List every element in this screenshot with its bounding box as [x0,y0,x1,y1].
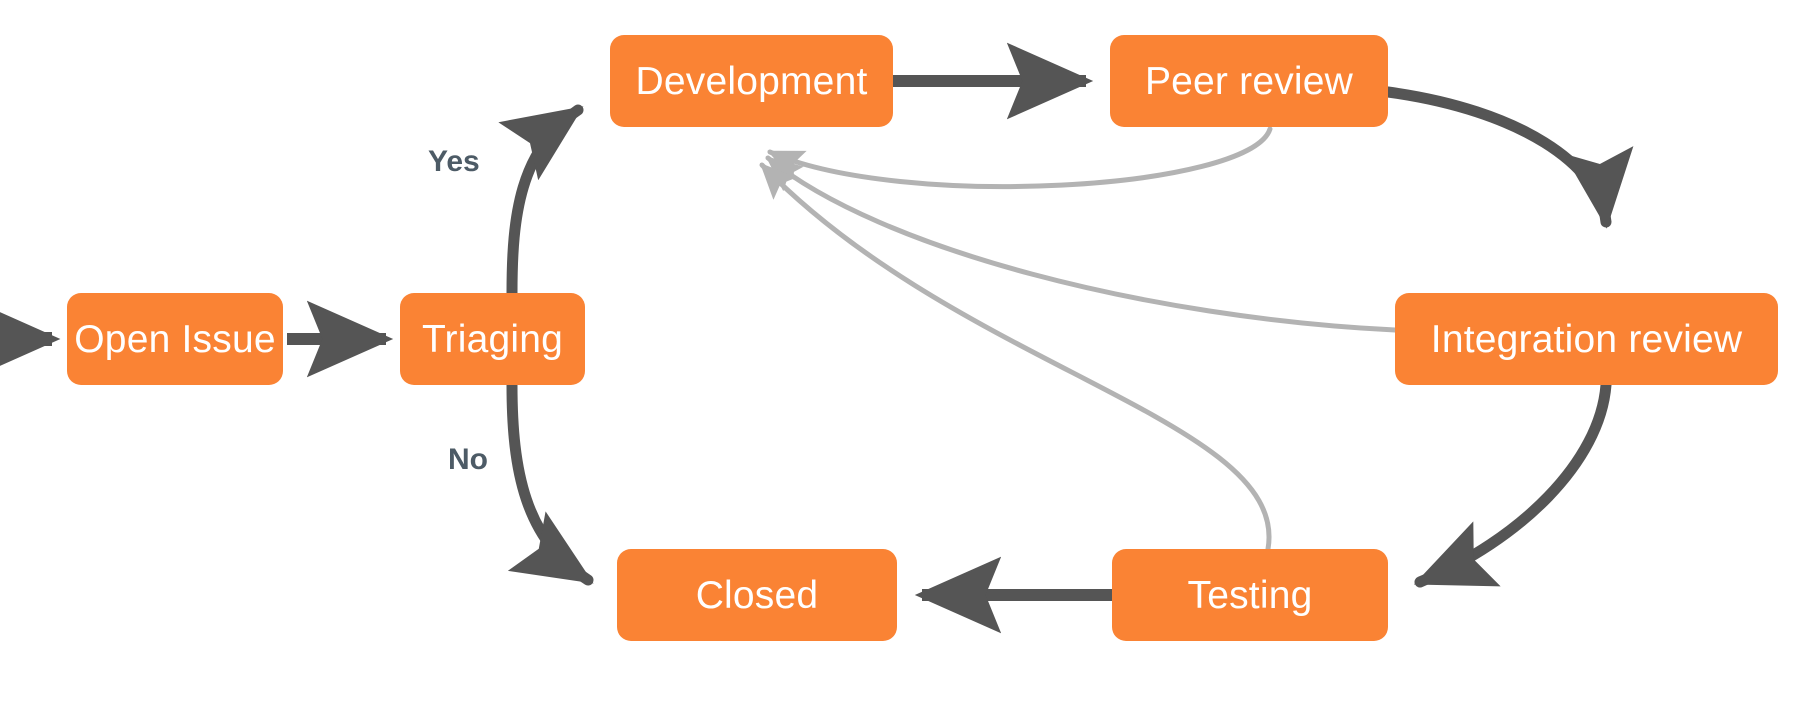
edge-testing-to-development [759,162,1272,552]
node-label: Peer review [1144,59,1354,103]
node-label: Triaging [421,317,564,361]
node-peer-review[interactable]: Peer review [1110,35,1388,127]
node-label: Open Issue [74,317,276,361]
node-label: Testing [1187,573,1313,617]
edge-peer-review-to-integration [1382,86,1634,229]
node-integration-review[interactable]: Integration review [1395,293,1778,385]
edge-triaging-to-closed [506,379,594,586]
node-closed[interactable]: Closed [617,549,897,641]
edge-integration-to-development [765,155,1398,333]
node-triaging[interactable]: Triaging [400,293,585,385]
edge-peer-review-to-development [767,126,1273,190]
edge-triaging-to-development [498,104,584,299]
node-label: Development [635,59,868,103]
edge-label-no: No [448,443,488,476]
edge-label-yes: Yes [428,145,480,178]
node-open-issue[interactable]: Open Issue [67,293,283,385]
node-label: Closed [695,573,819,617]
node-testing[interactable]: Testing [1112,549,1388,641]
node-development[interactable]: Development [610,35,893,127]
node-label: Integration review [1430,317,1743,361]
edge-integration-to-testing [1413,379,1612,588]
